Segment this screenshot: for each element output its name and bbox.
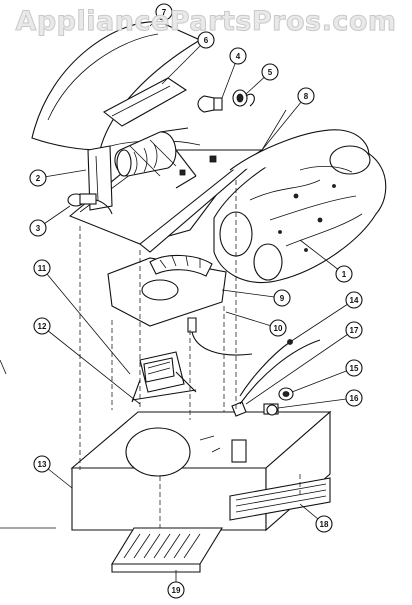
callout-leader-10	[225, 311, 279, 329]
callout-leader-16	[277, 397, 355, 409]
part-10-wire	[187, 317, 253, 356]
callout-circle-12	[33, 317, 51, 335]
callout-leader-8	[261, 95, 307, 151]
callout-leader-9	[221, 289, 283, 299]
callout-circle-15	[345, 359, 363, 377]
callout-number-4: 4	[236, 52, 241, 61]
callout-circle-1	[335, 265, 353, 283]
part-13-base-box	[70, 410, 332, 532]
callout-number-17: 17	[350, 326, 359, 335]
callout-number-8: 8	[304, 92, 309, 101]
callout-circle-14	[345, 291, 363, 309]
callout-circle-4	[229, 47, 247, 65]
callout-number-1: 1	[342, 270, 347, 279]
stray-mark	[0, 359, 7, 375]
callout-circle-9	[273, 289, 291, 307]
part-15-knob	[278, 387, 294, 401]
callout-circle-6	[197, 31, 215, 49]
callout-number-7: 7	[162, 8, 167, 17]
callout-number-19: 19	[172, 586, 181, 595]
part-19-tray	[111, 527, 223, 573]
callout-leader-15	[291, 367, 355, 393]
callout-leader-14	[289, 299, 355, 343]
callout-circle-17	[345, 321, 363, 339]
watermark: AppliancePartsPros.com	[15, 6, 397, 38]
callout-circle-2	[29, 169, 47, 187]
callout-number-14: 14	[350, 296, 359, 305]
callout-circle-13	[33, 455, 51, 473]
part-6-frame	[102, 77, 188, 127]
callout-circle-7	[155, 3, 173, 21]
part-5-socket	[232, 89, 255, 107]
part-1-logs	[213, 129, 387, 284]
callout-number-9: 9	[280, 294, 285, 303]
callout-number-15: 15	[350, 364, 359, 373]
callout-circle-10	[269, 319, 287, 337]
callout-circle-18	[315, 515, 333, 533]
callout-circle-19	[167, 581, 185, 599]
callout-leader-6	[161, 39, 207, 85]
callout-number-16: 16	[350, 394, 359, 403]
part-16-switch	[263, 403, 279, 416]
part-12-motor	[131, 351, 197, 403]
callout-number-5: 5	[268, 68, 273, 77]
callout-number-11: 11	[38, 264, 47, 273]
callout-number-2: 2	[36, 174, 41, 183]
callout-leader-1	[299, 239, 345, 275]
callout-number-6: 6	[204, 36, 209, 45]
part-18-grille	[229, 477, 331, 521]
motor-cylinder	[114, 127, 197, 189]
callout-circle-16	[345, 389, 363, 407]
callout-circle-5	[261, 63, 279, 81]
callout-circle-11	[33, 259, 51, 277]
callout-leaders	[37, 11, 355, 590]
callout-number-10: 10	[274, 324, 283, 333]
callout-circle-8	[297, 87, 315, 105]
part-3-socket	[67, 193, 113, 215]
callout-number-13: 13	[38, 460, 47, 469]
part-17-plug	[231, 339, 321, 417]
callout-number-18: 18	[320, 520, 329, 529]
callout-number-12: 12	[38, 322, 47, 331]
part-14-harness	[239, 339, 293, 397]
callout-number-3: 3	[36, 224, 41, 233]
assembly-guide-lines	[79, 180, 301, 528]
callout-leader-17	[245, 329, 355, 405]
part-4-bulb	[197, 95, 223, 113]
callout-leader-12	[41, 325, 141, 405]
callout-leader-11	[41, 267, 131, 375]
part-9-lamp-bracket	[107, 254, 227, 327]
callout-circle-3	[29, 219, 47, 237]
